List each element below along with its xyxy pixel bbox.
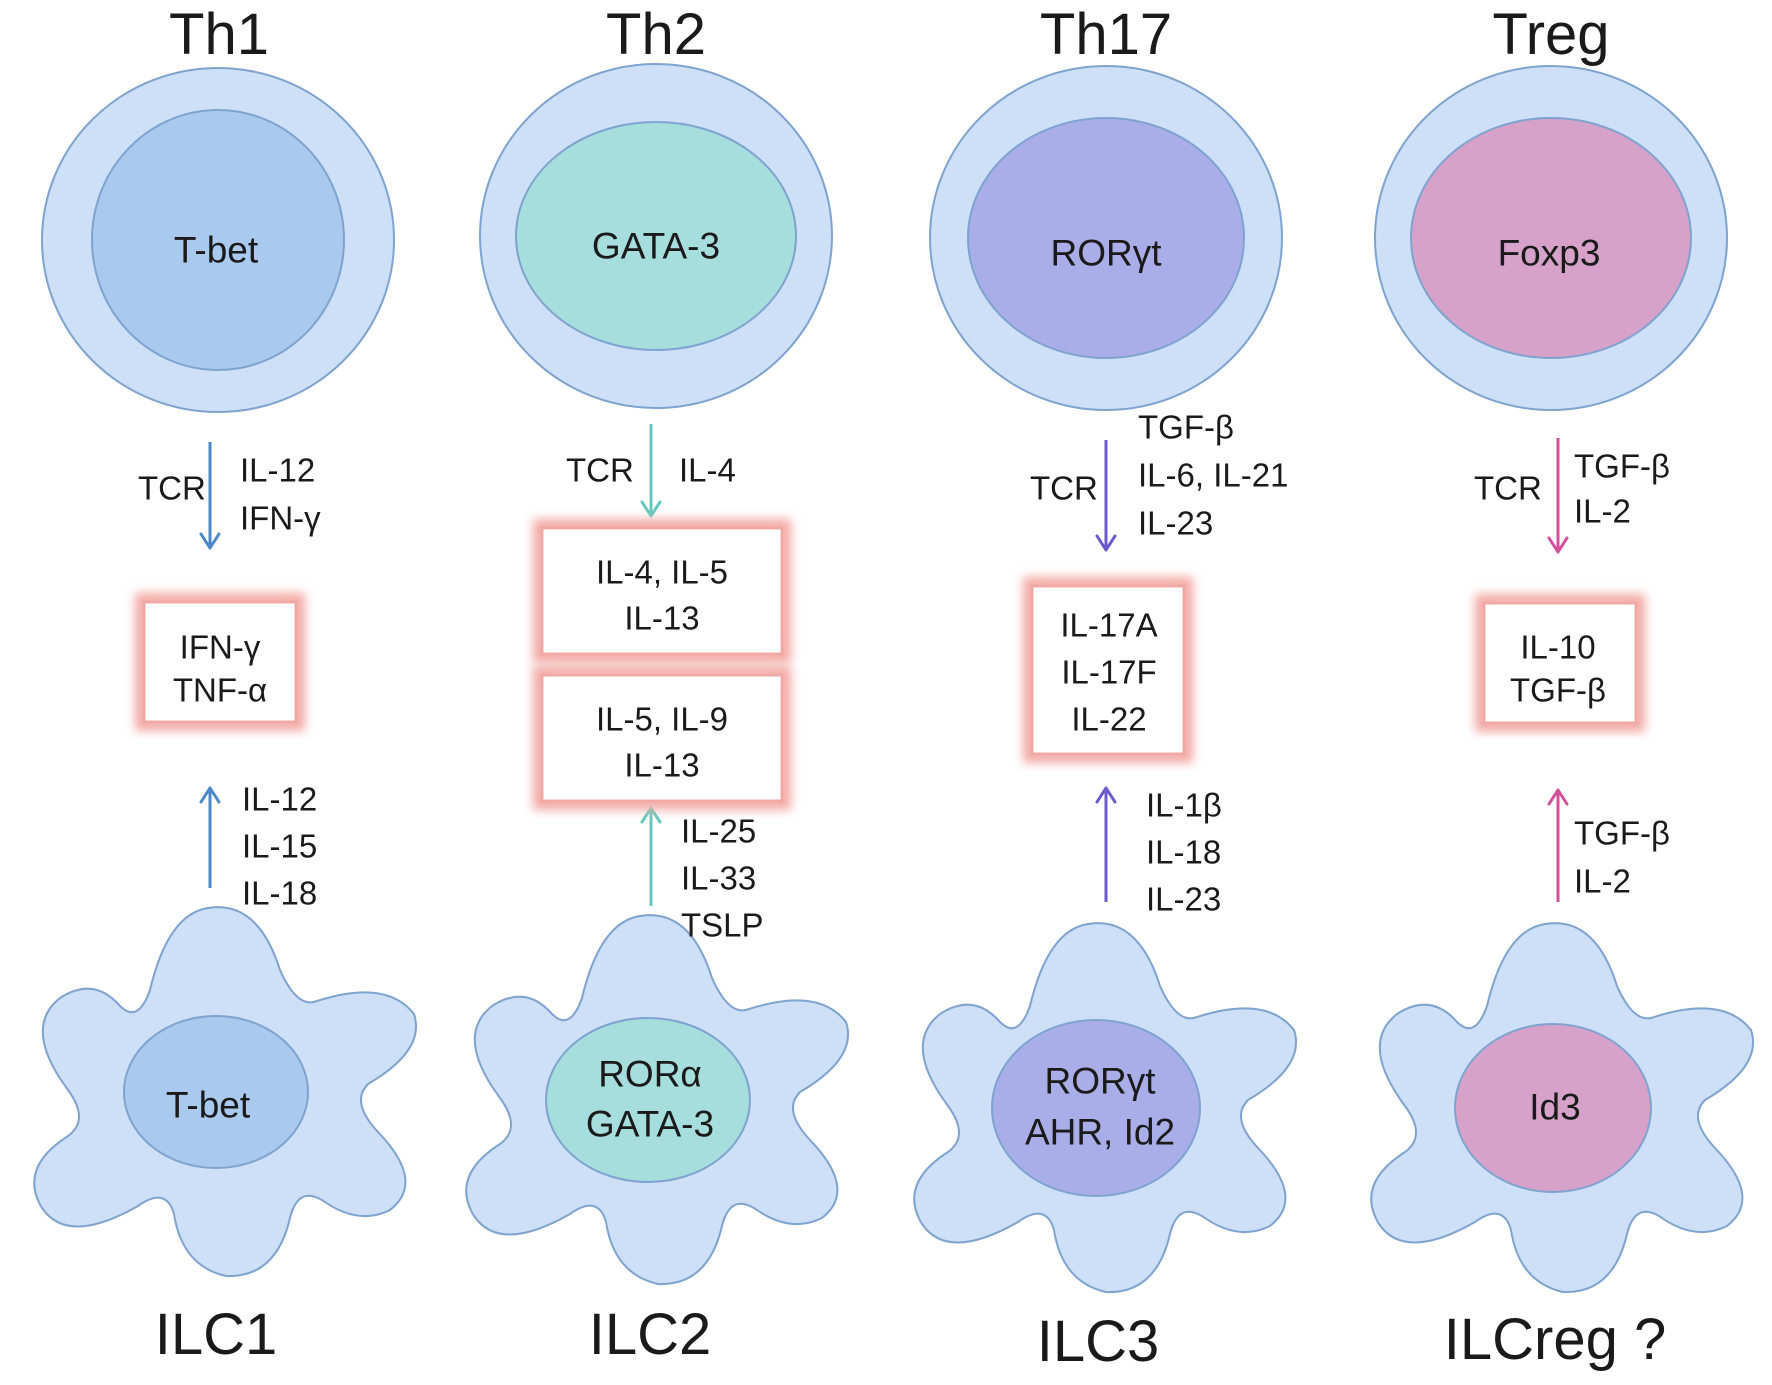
ilc2-tf-label-2: GATA-3 xyxy=(585,1103,715,1145)
th2-ilc-nucleus xyxy=(545,1017,751,1183)
treg-tcell-arrow xyxy=(1547,438,1569,554)
ilc1-tf-label: T-bet xyxy=(165,1084,251,1126)
th2-box1-line-1: IL-4, IL-5 xyxy=(595,553,729,591)
th17-tf-label: RORγt xyxy=(1050,232,1162,274)
ilc2-cytokine-2: IL-33 xyxy=(681,859,757,897)
th17-box-line-3: IL-22 xyxy=(1071,700,1147,738)
th17-t-cytokine-1: TGF-β xyxy=(1138,408,1234,446)
th1-title: Th1 xyxy=(169,2,269,67)
ilc1-title: ILC1 xyxy=(154,1302,278,1367)
th1-tcell-arrow xyxy=(199,442,221,550)
ilc1-cytokine-3: IL-18 xyxy=(242,874,318,912)
th2-tcell-arrow xyxy=(640,424,662,518)
th1-t-cytokine-2: IFN-γ xyxy=(240,499,321,537)
th2-title: Th2 xyxy=(606,2,706,67)
th1-tf-label: T-bet xyxy=(173,229,259,271)
th17-cytokine-box xyxy=(1023,577,1193,763)
th2-box2-line-1: IL-5, IL-9 xyxy=(595,700,729,738)
ilc3-cytokine-3: IL-23 xyxy=(1146,880,1222,918)
ilcreg-tf-label: Id3 xyxy=(1529,1086,1581,1128)
th17-title: Th17 xyxy=(1039,2,1173,67)
ilc3-cytokine-2: IL-18 xyxy=(1146,833,1222,871)
th2-cytokine-box-2 xyxy=(533,666,791,810)
treg-ilc-nucleus xyxy=(1454,1023,1652,1193)
treg-cell-nucleus xyxy=(1410,117,1692,359)
th17-box-line-1: IL-17A xyxy=(1060,606,1158,644)
th17-t-cytokine-3: IL-23 xyxy=(1138,504,1214,542)
th1-cell-nucleus xyxy=(91,109,345,371)
treg-cytokine-box xyxy=(1475,594,1645,732)
ilcreg-cytokine-2: IL-2 xyxy=(1574,862,1631,900)
th1-ilc-nucleus xyxy=(123,1015,309,1169)
th1-t-cytokine-1: IL-12 xyxy=(240,451,316,489)
th17-t-cytokine-2: IL-6, IL-21 xyxy=(1138,456,1289,494)
ilc3-title: ILC3 xyxy=(1036,1309,1160,1374)
treg-title: Treg xyxy=(1492,2,1610,67)
ilc3-tf-label-2: AHR, Id2 xyxy=(1024,1111,1176,1153)
ilcreg-cytokine-1: TGF-β xyxy=(1574,814,1670,852)
th17-cell-nucleus xyxy=(967,117,1245,359)
treg-tf-label: Foxp3 xyxy=(1497,232,1601,274)
th1-tcr-label: TCR xyxy=(138,469,206,507)
th2-cytokine-box-1 xyxy=(533,519,791,663)
th1-ilc-arrow xyxy=(199,786,221,888)
th17-tcr-label: TCR xyxy=(1030,469,1098,507)
ilc1-cytokine-1: IL-12 xyxy=(242,780,318,818)
ilc3-cytokine-1: IL-1β xyxy=(1146,786,1222,824)
th2-tf-label: GATA-3 xyxy=(591,225,721,267)
ilcreg-title: ILCreg ? xyxy=(1443,1307,1667,1372)
ilc2-cytokine-3: TSLP xyxy=(681,906,764,944)
treg-box-line-2: TGF-β xyxy=(1510,671,1606,709)
treg-box-line-1: IL-10 xyxy=(1520,628,1596,666)
th2-box1-line-2: IL-13 xyxy=(624,599,700,637)
ilc2-tf-label-1: RORα xyxy=(598,1053,702,1095)
ilc2-cytokine-1: IL-25 xyxy=(681,812,757,850)
th1-cytokine-box xyxy=(135,593,305,731)
th17-box-line-2: IL-17F xyxy=(1061,653,1157,691)
treg-t-cytokine-2: IL-2 xyxy=(1574,492,1631,530)
th17-ilc-arrow xyxy=(1095,786,1117,902)
ilc3-tf-label-1: RORγt xyxy=(1044,1060,1156,1102)
th17-ilc-nucleus xyxy=(991,1019,1201,1197)
th1-box-line-1: IFN-γ xyxy=(179,628,261,666)
th1-box-line-2: TNF-α xyxy=(172,671,268,709)
treg-ilc-arrow xyxy=(1547,788,1569,902)
th2-t-cytokine-1: IL-4 xyxy=(679,451,736,489)
treg-tcr-label: TCR xyxy=(1474,469,1542,507)
ilc1-cytokine-2: IL-15 xyxy=(242,827,318,865)
ilc2-title: ILC2 xyxy=(588,1302,712,1367)
treg-t-cytokine-1: TGF-β xyxy=(1574,447,1670,485)
th2-tcr-label: TCR xyxy=(566,451,634,489)
th2-cell-nucleus xyxy=(515,121,797,351)
th17-tcell-arrow xyxy=(1095,440,1117,552)
th2-box2-line-2: IL-13 xyxy=(624,746,700,784)
